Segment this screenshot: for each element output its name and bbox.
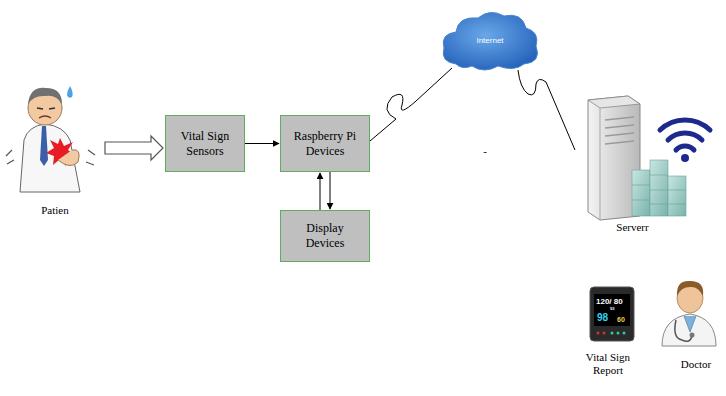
connector xyxy=(105,136,163,160)
node-text: Raspberry Pi Devices xyxy=(286,129,364,159)
monitor-reading: 120/ 80 xyxy=(596,298,623,306)
process-box: Vital Sign Sensors xyxy=(165,115,245,172)
doctor-icon xyxy=(662,281,716,346)
server-node: Serverr xyxy=(565,88,700,234)
icon-caption: Doctor xyxy=(670,358,722,371)
node-text: Patien xyxy=(5,204,105,217)
connector xyxy=(245,143,279,144)
block-arrow xyxy=(105,136,163,160)
cloud-node: Internet xyxy=(438,8,542,74)
process-box: Raspberry Pi Devices xyxy=(280,115,370,172)
node-text: Serverr xyxy=(565,221,700,234)
monitor-reading: 60 xyxy=(617,316,625,323)
node-text: Internet xyxy=(438,36,542,45)
patient-node: Patien xyxy=(5,82,105,217)
dash-mark: - xyxy=(480,145,490,158)
connector xyxy=(320,172,330,210)
monitor-icon xyxy=(590,287,634,341)
monitor-reading: 93 xyxy=(610,307,614,311)
connector xyxy=(370,68,452,141)
node-text: Vital Sign Sensors xyxy=(171,129,239,159)
server-icon xyxy=(588,96,710,220)
icon-caption: Vital Sign Report xyxy=(574,351,642,377)
node-text: Display Devices xyxy=(286,221,364,251)
process-box: Display Devices xyxy=(280,210,370,262)
patient-figure xyxy=(6,86,95,192)
monitor-reading: 98 xyxy=(597,313,608,323)
connector xyxy=(518,70,575,150)
